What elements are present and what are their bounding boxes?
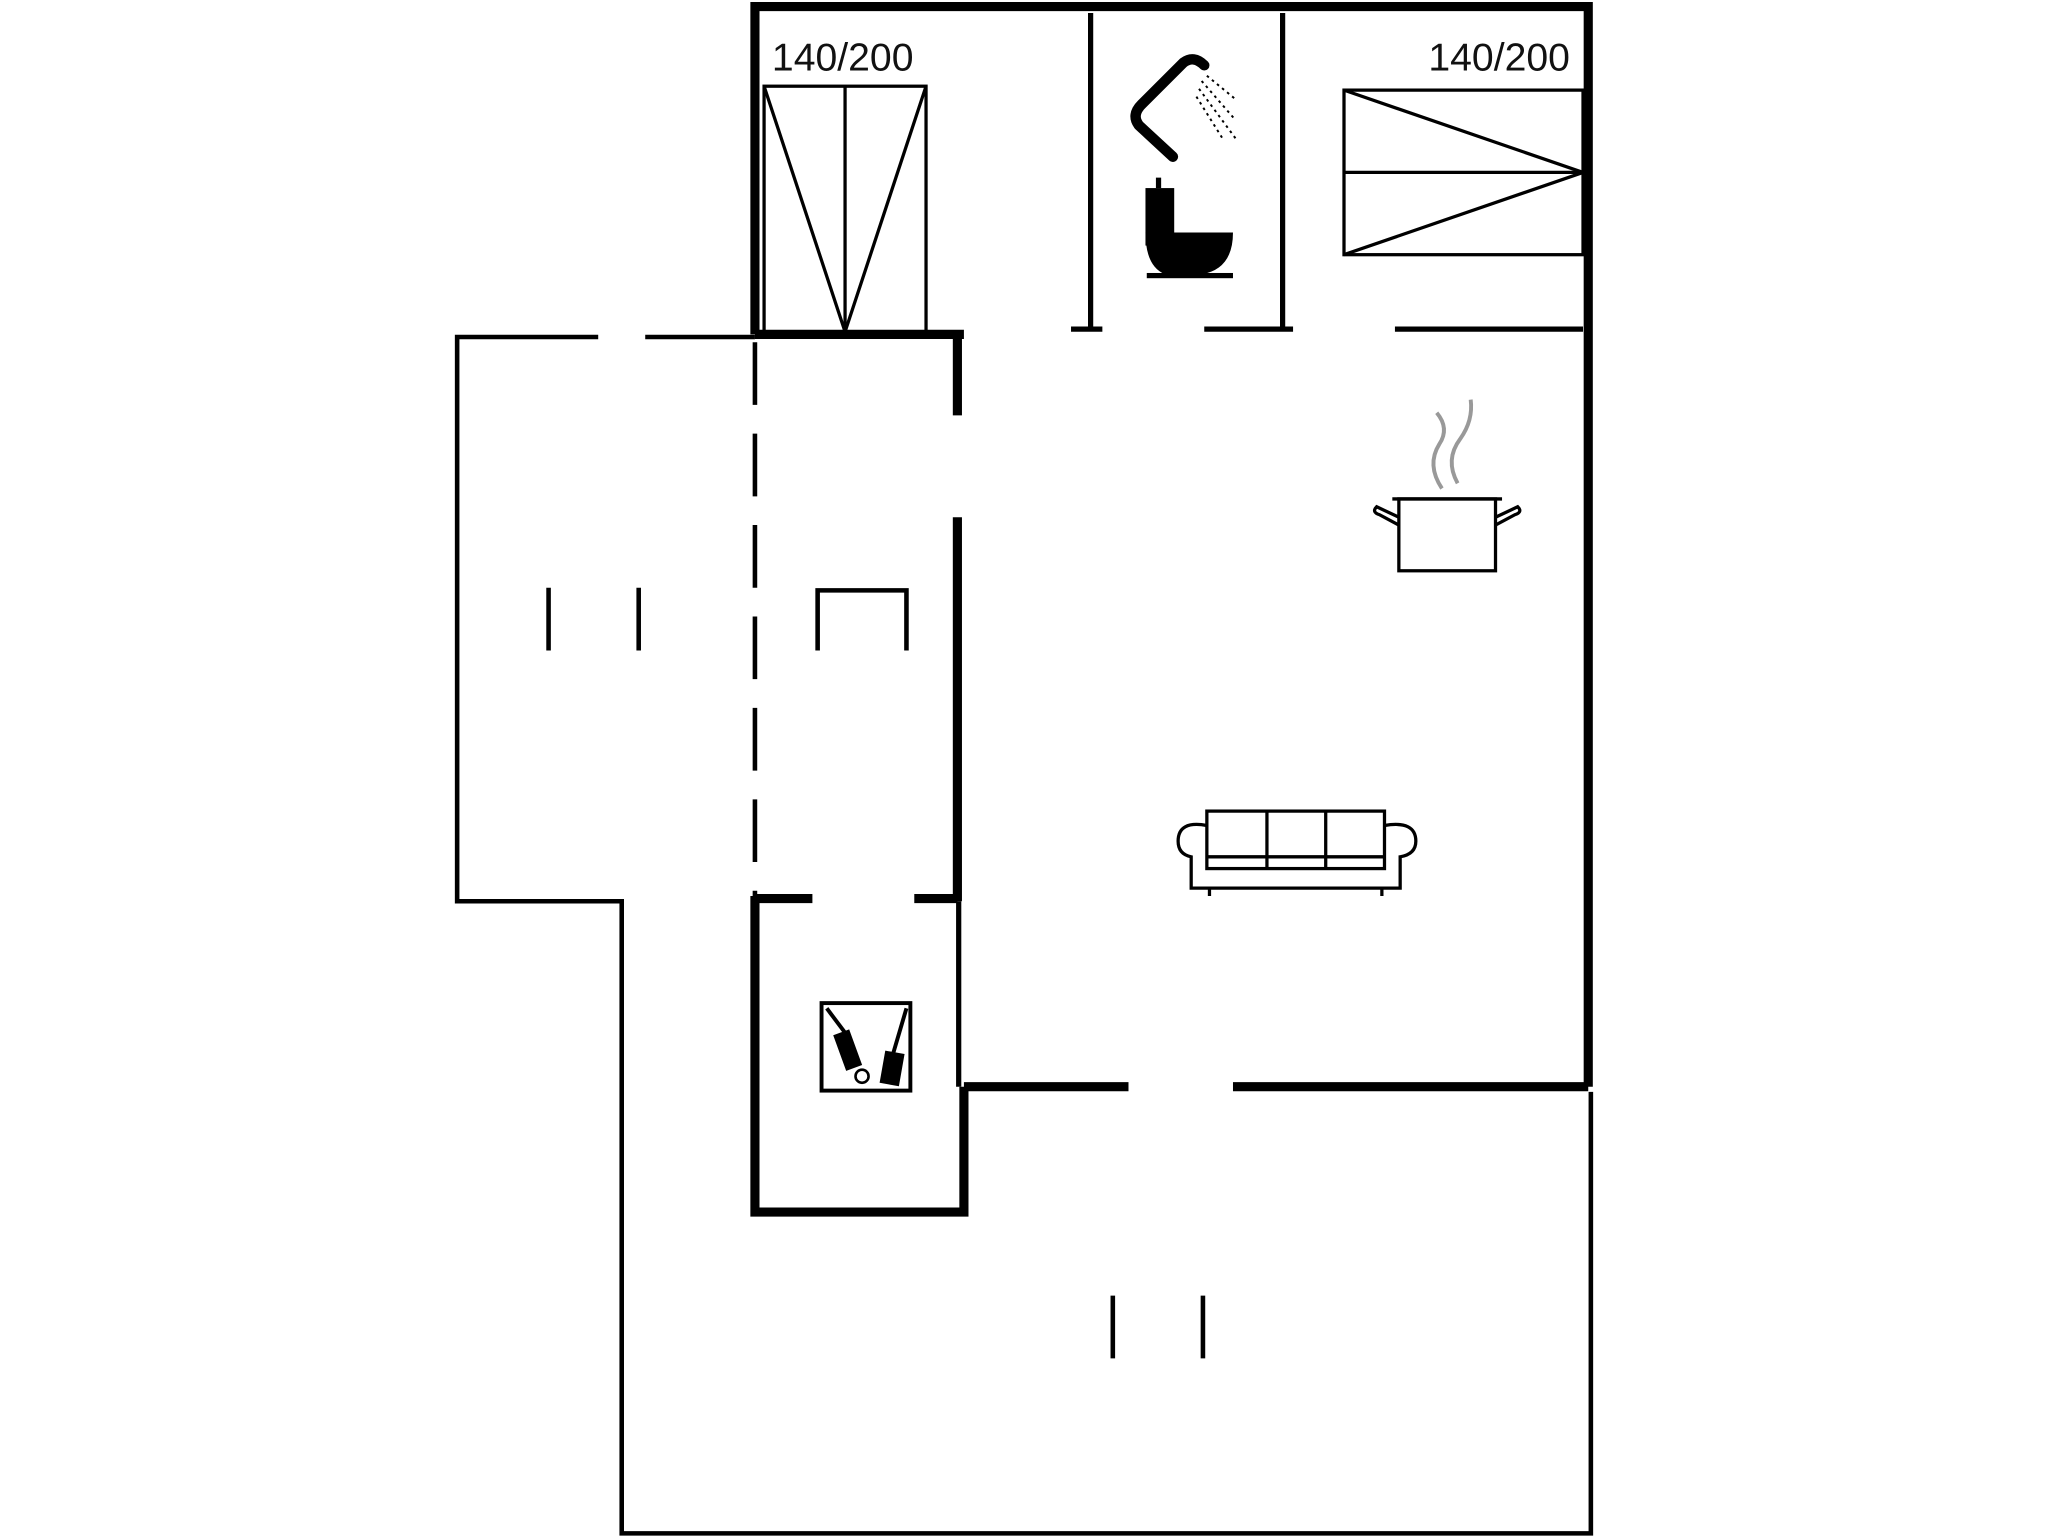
sofa-icon	[1176, 809, 1418, 896]
bed-1-size-label: 140/200	[772, 37, 914, 80]
cooking-pot-icon	[1372, 399, 1522, 573]
washing-machine-icon	[819, 1001, 913, 1093]
terrace-outline	[454, 334, 1594, 1536]
bed-2-icon	[1342, 88, 1585, 257]
shower-icon	[1130, 54, 1237, 162]
bed-2-size-label: 140/200	[1428, 37, 1570, 80]
interior-walls	[956, 13, 1584, 1087]
exterior-walls	[750, 1, 1593, 1217]
bed-1-icon	[762, 84, 928, 334]
toilet-icon	[1145, 177, 1233, 279]
